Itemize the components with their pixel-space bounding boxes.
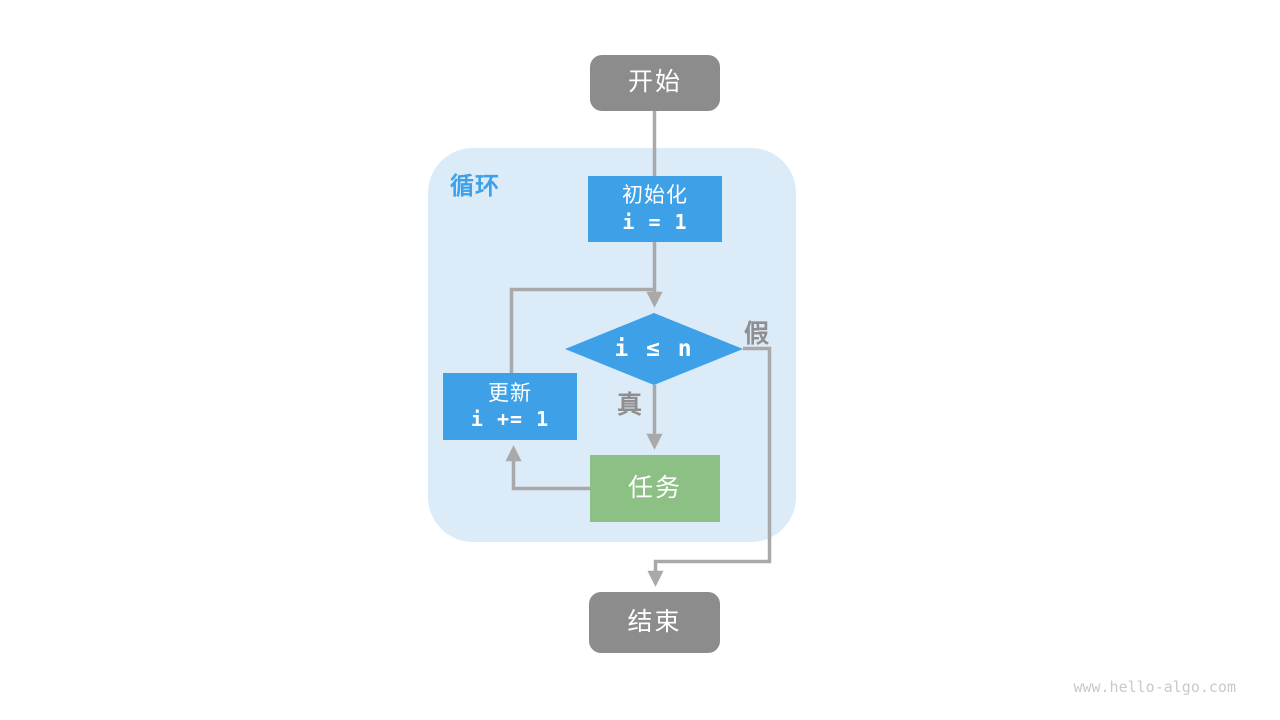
node-init: 初始化 i = 1: [588, 176, 722, 242]
edge-condition-end: [647, 346, 772, 587]
node-condition-expr: i ≤ n: [614, 336, 694, 362]
node-start: 开始: [590, 55, 720, 111]
node-init-label: 初始化: [622, 184, 688, 208]
edge-task-update: [505, 445, 590, 491]
node-condition: i ≤ n: [565, 313, 743, 385]
node-start-label: 开始: [627, 68, 682, 97]
edge-update-merge: [509, 287, 655, 373]
watermark: www.hello-algo.com: [1073, 678, 1236, 696]
node-update-code: i += 1: [470, 407, 550, 432]
branch-label-false: 假: [744, 320, 770, 348]
node-update: 更新 i += 1: [443, 373, 577, 440]
condition-diamond-shape: [565, 313, 743, 385]
node-init-code: i = 1: [622, 209, 688, 234]
node-end: 结束: [589, 592, 720, 653]
node-end-label: 结束: [627, 607, 682, 636]
loop-container-label: 循环: [450, 173, 500, 200]
node-task: 任务: [590, 455, 720, 522]
node-update-label: 更新: [488, 381, 532, 405]
node-task-label: 任务: [627, 473, 682, 502]
branch-label-true: 真: [617, 391, 643, 419]
